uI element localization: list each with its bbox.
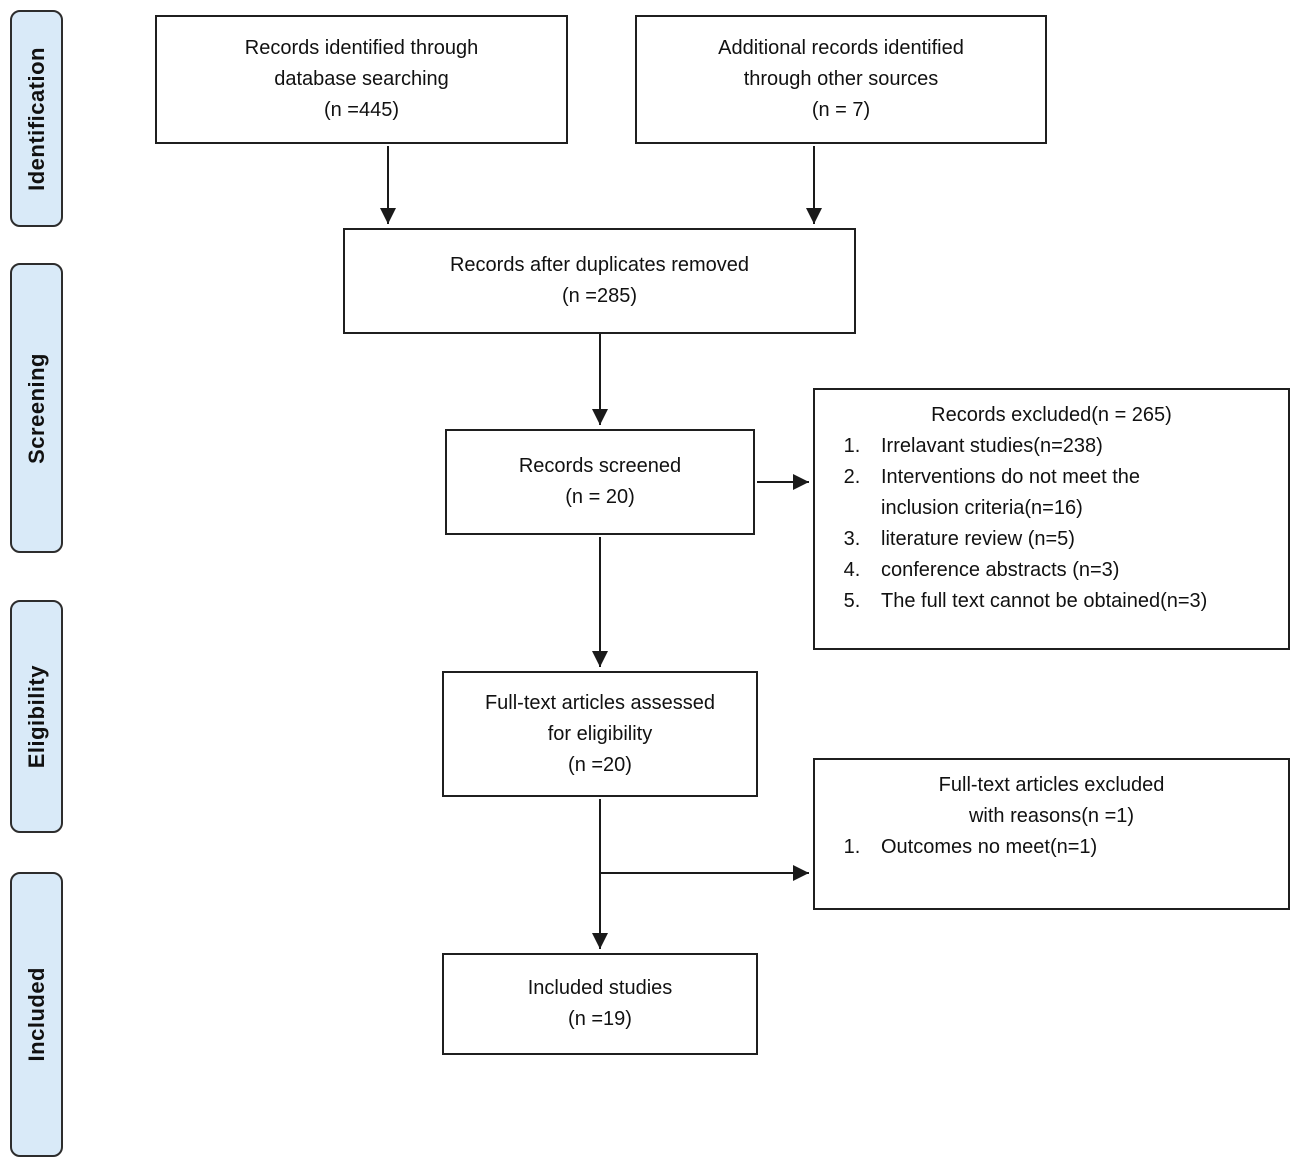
stage-screening-label: Screening (23, 352, 49, 464)
box-line: Included studies (527, 977, 673, 999)
stage-screening: Screening (10, 263, 63, 553)
box-line: Records after duplicates removed (449, 254, 750, 276)
stage-included-label: Included (23, 967, 49, 1062)
fulltext-excluded-list: Outcomes no meet(n=1) (829, 832, 1274, 863)
box-fulltext-assessed: Full-text articles assessed for eligibil… (442, 671, 758, 797)
box-line: for eligibility (547, 722, 653, 745)
box-records-after-duplicates-removed: Records after duplicates removed (n =285… (343, 228, 856, 334)
records-excluded-item: Interventions do not meet the inclusion … (877, 462, 1274, 524)
records-excluded-item: Irrelavant studies(n=238) (877, 431, 1274, 462)
box-line: Additional records identified (718, 37, 964, 59)
box-records-identified-database: Records identified through database sear… (155, 15, 568, 144)
records-excluded-list: Irrelavant studies(n=238) Interventions … (829, 431, 1274, 617)
box-additional-records-other-sources: Additional records identified through ot… (635, 15, 1047, 144)
fulltext-excluded-item: Outcomes no meet(n=1) (877, 832, 1274, 863)
box-fulltext-excluded: Full-text articles excluded with reasons… (813, 758, 1290, 910)
box-included-studies: Included studies (n =19) (442, 953, 758, 1055)
records-excluded-item: The full text cannot be obtained(n=3) (877, 586, 1274, 617)
stage-eligibility-label: Eligibility (23, 664, 49, 769)
box-line: (n =19) (568, 1008, 632, 1030)
box-line: (n = 7) (811, 99, 871, 121)
box-line: Records screened (518, 455, 682, 477)
fulltext-excluded-title: with reasons(n =1) (968, 805, 1135, 827)
box-line: (n =20) (568, 753, 632, 776)
box-line: (n = 20) (565, 486, 635, 508)
box-line: Full-text articles assessed (484, 691, 716, 714)
box-records-screened: Records screened (n = 20) (445, 429, 755, 535)
records-excluded-item: conference abstracts (n=3) (877, 555, 1274, 586)
box-line: database searching (274, 68, 449, 90)
box-line: through other sources (743, 68, 939, 90)
fulltext-excluded-title: Full-text articles excluded (938, 774, 1165, 796)
box-line: (n =445) (323, 99, 400, 121)
box-records-excluded: Records excluded(n = 265) Irrelavant stu… (813, 388, 1290, 650)
records-excluded-item: literature review (n=5) (877, 524, 1274, 555)
stage-identification: Identification (10, 10, 63, 227)
stage-identification-label: Identification (23, 46, 49, 191)
stage-included: Included (10, 872, 63, 1157)
records-excluded-title: Records excluded(n = 265) (931, 404, 1172, 426)
stage-eligibility: Eligibility (10, 600, 63, 833)
box-line: Records identified through (244, 37, 479, 59)
box-line: (n =285) (561, 285, 638, 307)
